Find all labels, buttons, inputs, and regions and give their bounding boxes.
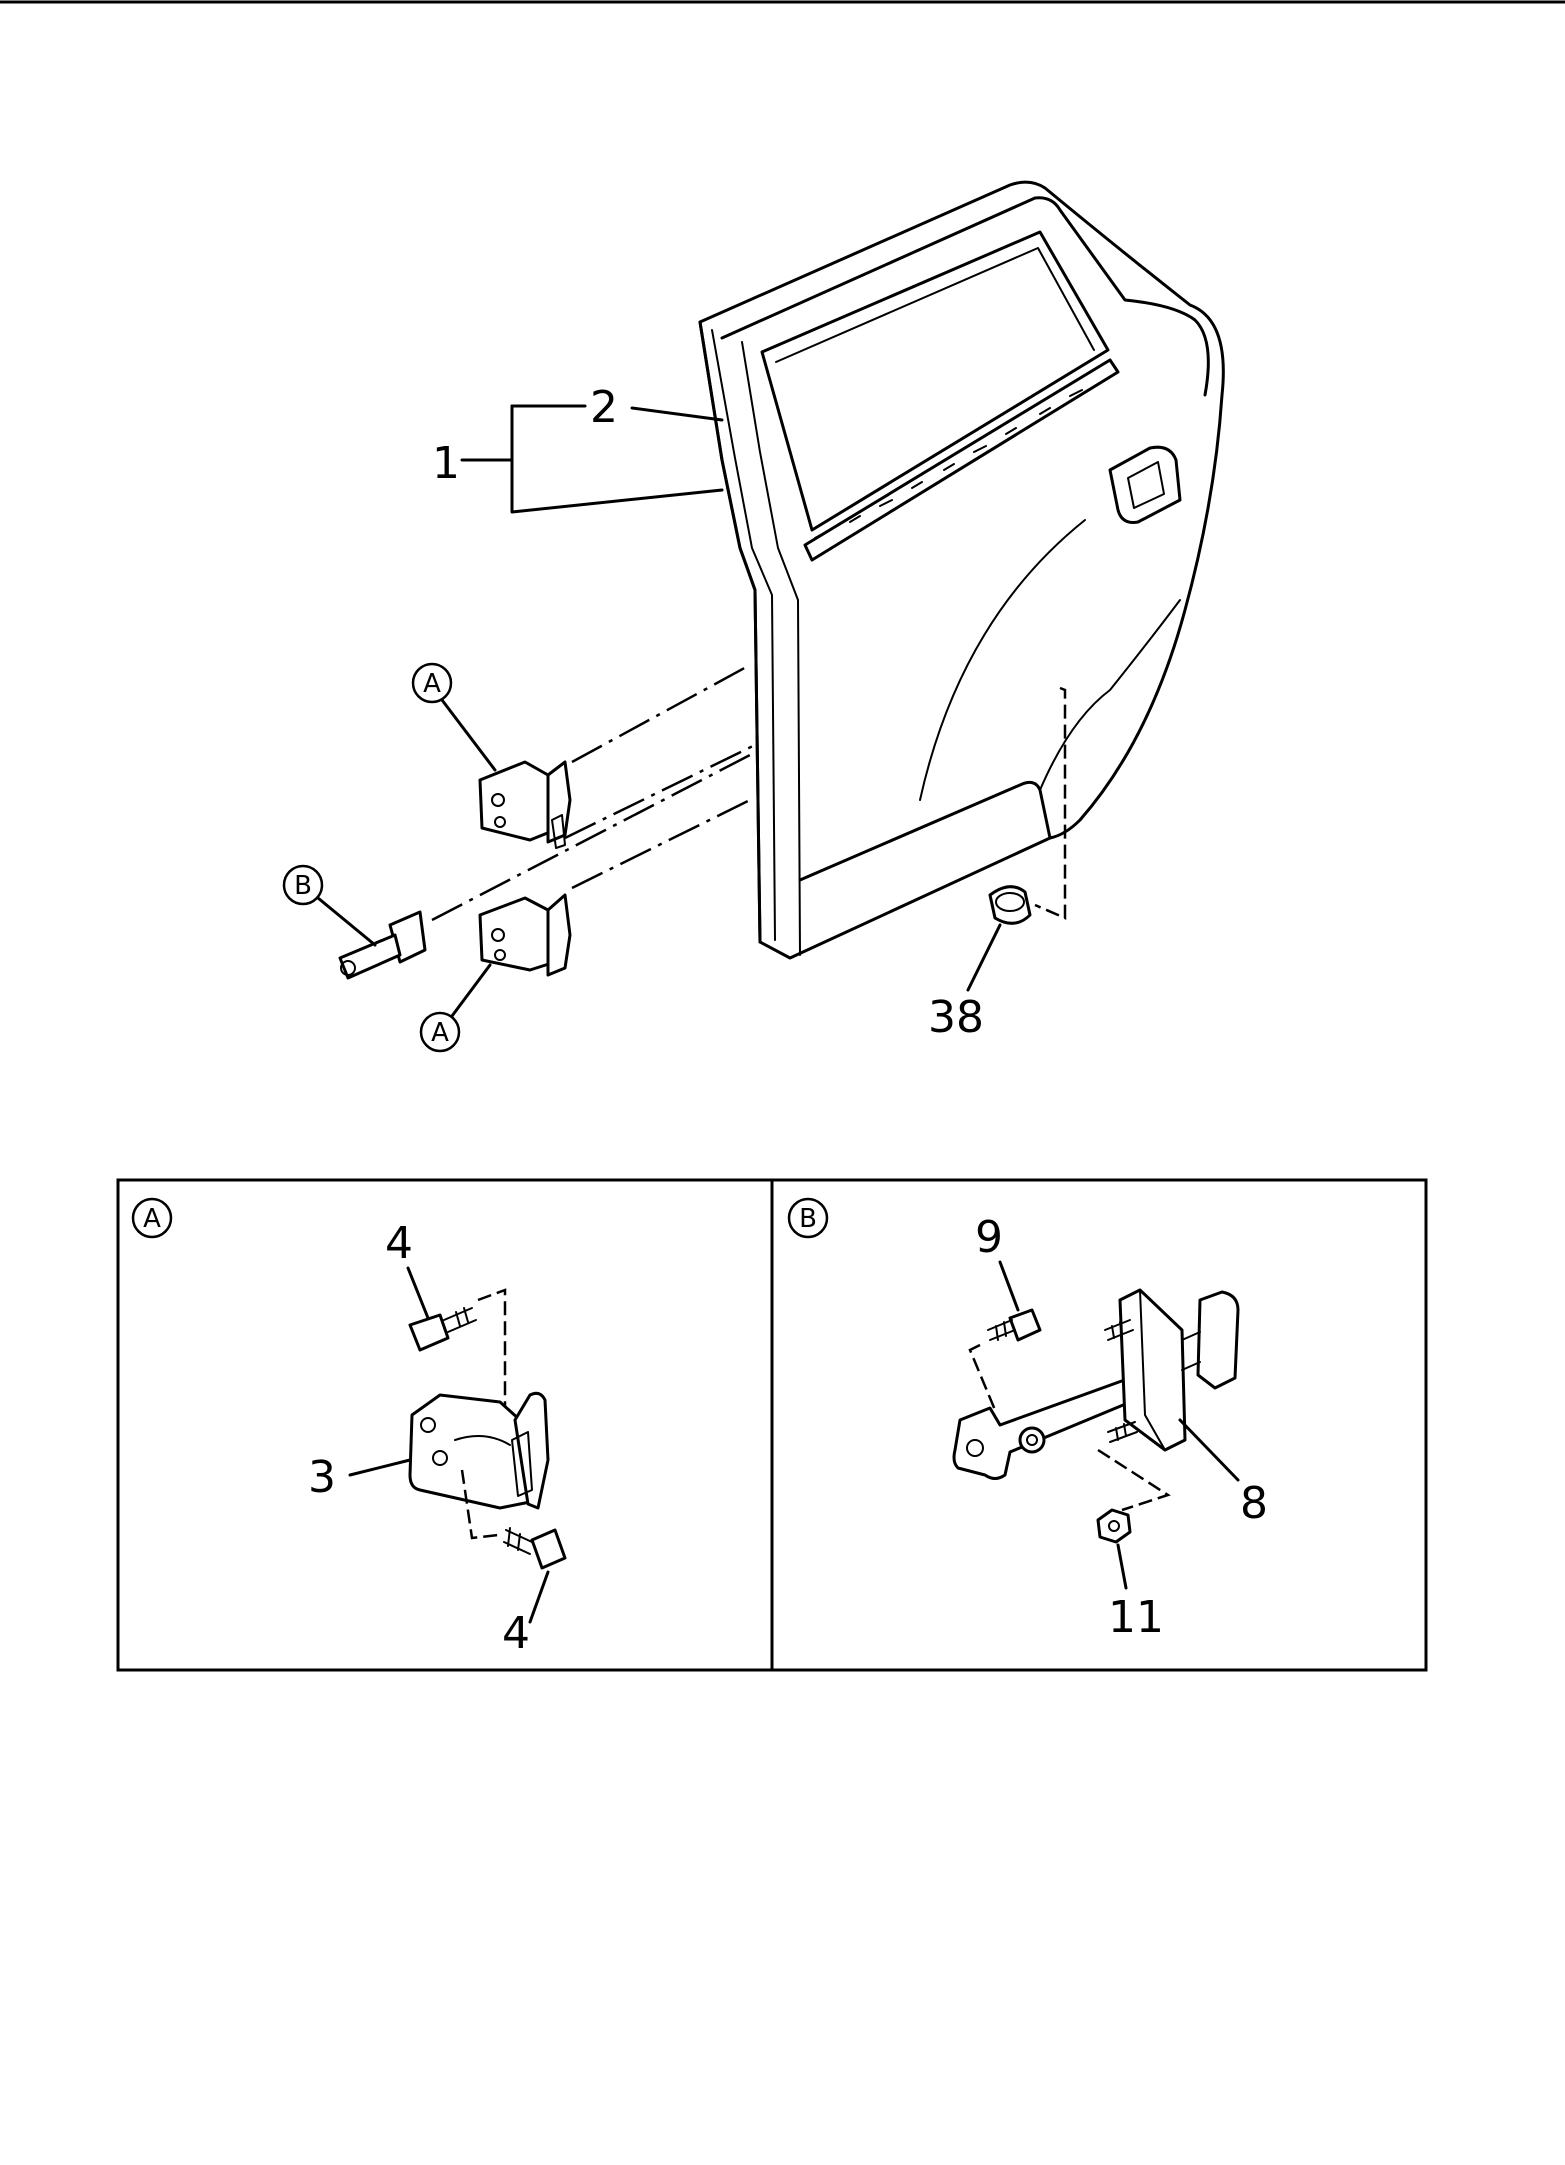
detail-b-nut	[1096, 1508, 1132, 1544]
detail-b-stopper-link	[1181, 1331, 1201, 1371]
detail-b-letter: B	[799, 1204, 817, 1234]
lower-hinge-hole-2	[494, 949, 506, 961]
upper-hinge-mount-line	[571, 663, 751, 764]
leader-11	[1116, 1543, 1128, 1590]
door-outer-edge	[698, 180, 1225, 960]
lower-hinge-leaf	[546, 893, 572, 977]
upper-hinge-hole	[491, 793, 505, 807]
upper-hinge	[478, 663, 756, 849]
lower-hinge	[478, 798, 751, 977]
detail-b-stud-lower	[1107, 1421, 1138, 1443]
callout-1: 1	[432, 438, 460, 489]
circle-a-lower-ring	[419, 1011, 461, 1053]
detail-a-bolt-top-head	[408, 1313, 450, 1352]
door-wheel-arch	[1039, 599, 1181, 791]
detail-a-letter-ring	[131, 1197, 173, 1239]
circle-a-lower-text: A	[431, 1018, 449, 1048]
callout-38: 38	[928, 992, 984, 1043]
circle-label-a-upper: A	[411, 662, 497, 772]
circle-a-upper-ring	[411, 662, 453, 704]
leader-2	[630, 406, 724, 422]
detail-a-hinge-hole-2	[432, 1450, 448, 1466]
lower-hinge-mount-line	[571, 798, 751, 890]
plug-38: 38	[928, 686, 1067, 1043]
detail-a-bolt-top-shank	[443, 1307, 477, 1333]
detail-a-letter: A	[143, 1204, 161, 1234]
callout-2: 2	[590, 382, 618, 433]
leader-9	[998, 1260, 1020, 1312]
upper-hinge-leaf	[546, 760, 572, 844]
door-checker-pivot	[340, 960, 356, 976]
rear-door-assembly	[698, 180, 1225, 960]
door-lower-panel	[798, 780, 1052, 882]
detail-b-stopper	[1196, 1290, 1240, 1390]
detail-b-nut-hole	[1108, 1520, 1120, 1532]
callout-4-bottom: 4	[502, 1608, 530, 1659]
detail-a-bolt-bottom-axis	[460, 1469, 499, 1540]
callout-9: 9	[975, 1212, 1003, 1263]
detail-a-bolt-bottom-head	[530, 1528, 567, 1570]
detail-b-bolt-axis	[968, 1343, 997, 1411]
belt-moulding-detail	[814, 389, 1083, 539]
detail-a-hinge-leaf	[513, 1391, 550, 1510]
door-weatherstrip-inner	[741, 341, 801, 956]
detail-b-checker-arm	[952, 1376, 1142, 1480]
circle-label-b: B	[282, 864, 377, 947]
window-glass	[760, 230, 1110, 532]
detail-b-stud-upper	[1104, 1319, 1134, 1341]
plug-top	[995, 892, 1025, 912]
detail-panel-a: A 4 3 4	[131, 1197, 567, 1659]
callout-8: 8	[1240, 1478, 1268, 1529]
door-character-line	[919, 519, 1086, 801]
door-front-edge	[698, 320, 762, 944]
detail-a-hinge-curve	[454, 1435, 511, 1446]
belt-moulding	[803, 358, 1120, 562]
circle-b-ring	[282, 864, 324, 906]
detail-a-hinge-pin	[511, 1431, 533, 1497]
leader-4-bottom	[528, 1570, 550, 1624]
detail-a-hinge-plate	[408, 1393, 537, 1510]
callout-3: 3	[308, 1452, 336, 1503]
detail-a-bolt-bottom-shank	[503, 1527, 533, 1555]
lower-hinge-hole	[491, 928, 505, 942]
plug-mount-line	[1034, 686, 1067, 920]
callout-11: 11	[1108, 1592, 1164, 1643]
door-weatherstrip	[711, 329, 776, 941]
leader-38	[966, 923, 1002, 992]
circle-a-upper-text: A	[423, 669, 441, 699]
circle-b-text: B	[294, 871, 312, 901]
detail-b-nut-axis	[1097, 1448, 1171, 1512]
detail-b-checker-hole	[966, 1439, 984, 1457]
detail-a-hinge-hole	[420, 1417, 436, 1433]
upper-hinge-hole-2	[494, 816, 506, 828]
upper-hinge-mount-line-2	[564, 743, 756, 840]
upper-hinge-pin	[551, 814, 566, 849]
door-handle-recess	[1127, 461, 1165, 509]
callout-1-2-bracket: 2 1	[432, 382, 724, 514]
detail-b-checker-pivot-center	[1026, 1434, 1038, 1446]
detail-b-mount-plate	[1118, 1288, 1187, 1452]
leader-4-top	[406, 1266, 430, 1320]
door-checker	[338, 753, 751, 980]
detail-panel-b: B 9 8 11	[787, 1197, 1268, 1643]
detail-b-mount-plate-edge	[1139, 1289, 1166, 1451]
leader-b	[316, 896, 377, 947]
window-frame	[720, 196, 1210, 397]
leader-a-upper	[440, 698, 497, 772]
detail-b-bolt-head	[1008, 1308, 1042, 1342]
detail-b-letter-ring	[787, 1197, 829, 1239]
leader-3	[348, 1458, 412, 1477]
detail-b-bolt-shank	[987, 1319, 1016, 1341]
circle-label-a-lower: A	[419, 963, 492, 1053]
leader-8	[1178, 1418, 1240, 1482]
door-checker-mount-line	[431, 753, 751, 922]
detail-b-checker-pivot	[1018, 1426, 1046, 1454]
door-handle	[1108, 445, 1182, 524]
window-inner-edge	[775, 247, 1095, 363]
detail-a-bolt-top-axis	[477, 1288, 507, 1418]
callout-4-top: 4	[385, 1218, 413, 1269]
leader-a-lower	[450, 963, 492, 1018]
